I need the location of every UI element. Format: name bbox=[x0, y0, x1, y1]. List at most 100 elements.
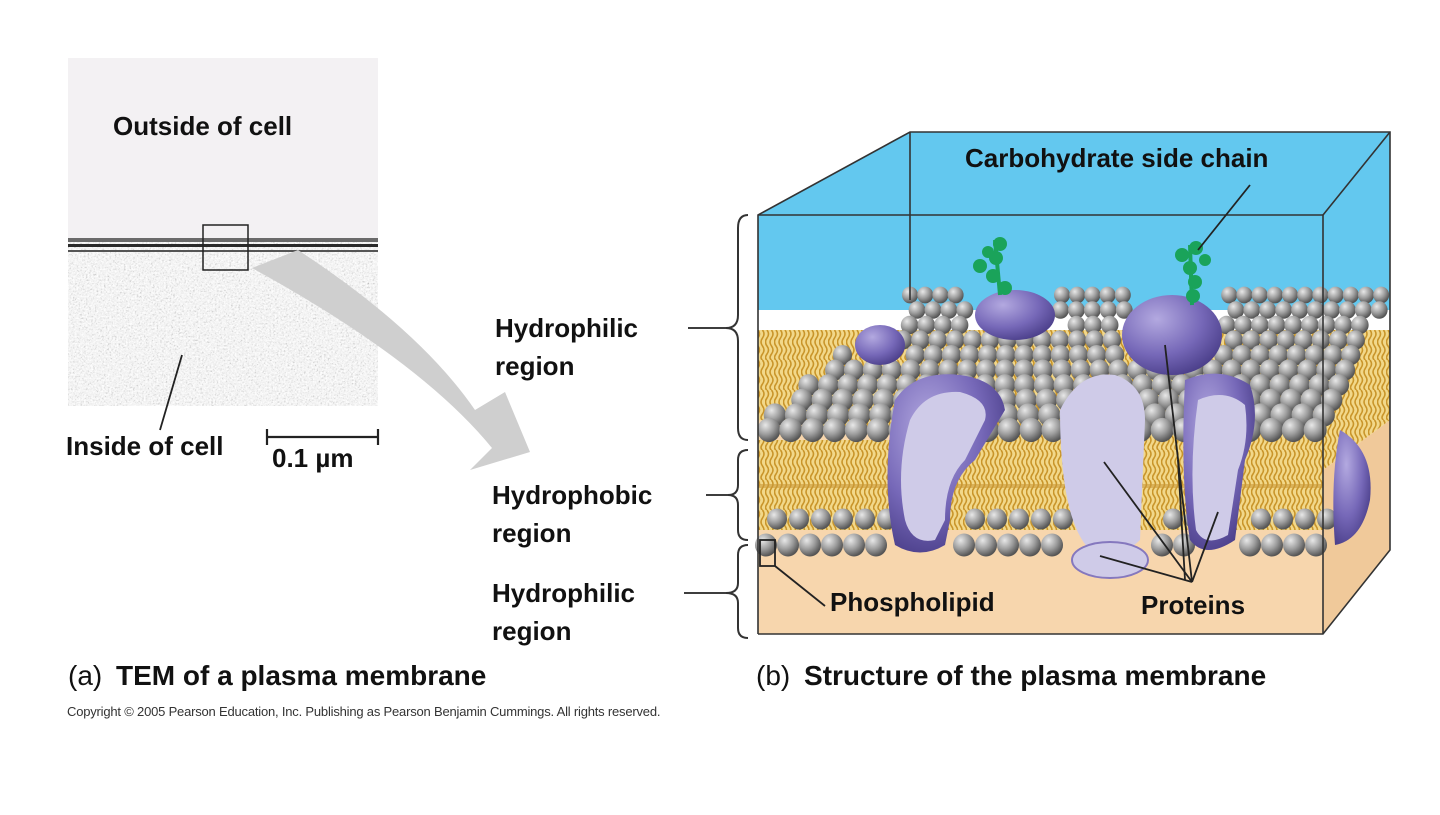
zoom-box bbox=[202, 224, 249, 271]
phospholipid-head bbox=[924, 301, 942, 319]
phospholipid-head bbox=[1286, 344, 1306, 366]
phospholipid-head bbox=[1014, 344, 1034, 366]
caption-b: (b) Structure of the plasma membrane bbox=[756, 660, 1266, 692]
phospholipid-head bbox=[1221, 286, 1238, 304]
outside-of-cell-label: Outside of cell bbox=[113, 111, 293, 141]
phospholipid-head bbox=[1297, 286, 1314, 304]
phospholipid-head bbox=[997, 417, 1021, 443]
phospholipid-head bbox=[1009, 508, 1029, 530]
phospholipid-head bbox=[953, 533, 975, 557]
phospholipid-head bbox=[1312, 286, 1329, 304]
label-line: region bbox=[495, 350, 575, 381]
phospholipid-head bbox=[1276, 330, 1296, 350]
phospholipid-head bbox=[1327, 286, 1344, 304]
phospholipid-head bbox=[1323, 301, 1340, 319]
phospholipid-head bbox=[1084, 286, 1101, 304]
phospholipid-head bbox=[1163, 508, 1183, 530]
phospholipid-head bbox=[1251, 508, 1271, 530]
phospholipid-head bbox=[1370, 301, 1388, 319]
caption-a-letter: (a) bbox=[68, 660, 103, 691]
phospholipid-head bbox=[1067, 330, 1087, 350]
phospholipid-head bbox=[821, 533, 843, 557]
phospholipid-head bbox=[1102, 330, 1122, 350]
phospholipid-head bbox=[757, 417, 781, 443]
phospholipid-head bbox=[995, 359, 1015, 381]
phospholipid-head bbox=[1099, 301, 1117, 319]
phospholipid-head bbox=[1041, 417, 1065, 443]
label-line: Hydrophilic bbox=[492, 578, 636, 608]
phospholipid-head bbox=[1019, 417, 1043, 443]
copyright-notice: Copyright © 2005 Pearson Education, Inc.… bbox=[67, 704, 661, 719]
phospholipid-head bbox=[1032, 344, 1052, 366]
phospholipid-head bbox=[956, 301, 974, 319]
tem-micrograph bbox=[68, 58, 378, 406]
phospholipid-head bbox=[1151, 533, 1173, 557]
caption-b-letter: (b) bbox=[756, 660, 791, 691]
phospholipid-head bbox=[777, 533, 799, 557]
phospholipid-head bbox=[855, 508, 875, 530]
phospholipid-head bbox=[1236, 286, 1253, 304]
protein-1-inner bbox=[901, 391, 986, 541]
phospholipid-head bbox=[1250, 344, 1270, 366]
phospholipid-head bbox=[1329, 330, 1348, 350]
phospholipid-head bbox=[1251, 315, 1269, 335]
phospholipid-head bbox=[1351, 315, 1369, 335]
phospholipid-head bbox=[767, 508, 787, 530]
phospholipid-head bbox=[911, 330, 930, 350]
brace-hydrophilic-top bbox=[725, 214, 749, 441]
phospholipid-head bbox=[996, 344, 1016, 366]
phospholipid-head bbox=[1283, 533, 1305, 557]
phospholipid-head bbox=[908, 301, 926, 319]
phospholipid-head bbox=[822, 417, 846, 443]
phospholipid-head bbox=[1173, 533, 1195, 557]
phospholipid-head bbox=[947, 286, 964, 304]
caption-a: (a) TEM of a plasma membrane bbox=[68, 660, 486, 692]
phospholipid-head bbox=[1251, 286, 1268, 304]
phospholipid-head bbox=[1085, 330, 1104, 350]
phospholipid-head bbox=[811, 508, 831, 530]
phospholipid-head bbox=[789, 508, 809, 530]
protein-4 bbox=[1071, 541, 1149, 579]
carbohydrate-chain-1 bbox=[973, 237, 1012, 296]
brace-hydrophilic-bottom bbox=[725, 544, 749, 639]
hydrophilic-region-bottom-label: Hydrophilic region bbox=[492, 575, 635, 650]
protein-edge bbox=[1333, 430, 1371, 545]
phospholipid-head bbox=[1273, 508, 1293, 530]
phospholipid-head bbox=[1284, 315, 1302, 335]
phospholipid-head bbox=[1069, 286, 1086, 304]
phospholipid-head bbox=[1050, 344, 1070, 366]
phospholipid-head bbox=[1243, 301, 1261, 319]
phospholipid-head bbox=[917, 286, 934, 304]
label-line: region bbox=[492, 615, 572, 646]
carbohydrate-side-chain-label: Carbohydrate side chain bbox=[965, 143, 1269, 173]
phospholipid-head bbox=[1052, 301, 1069, 319]
phospholipid-head bbox=[1227, 301, 1245, 319]
phospholipid-head bbox=[1281, 417, 1305, 443]
scale-label: 0.1 µm bbox=[272, 443, 354, 473]
phospholipid-head bbox=[1342, 286, 1359, 304]
phospholipid-head bbox=[1068, 301, 1085, 319]
phospholipid-head bbox=[1067, 315, 1086, 335]
hydrophobic-region-label: Hydrophobic region bbox=[492, 477, 652, 552]
phospholipid-head bbox=[900, 315, 919, 335]
hydrophilic-region-top-label: Hydrophilic region bbox=[495, 310, 638, 385]
phospholipid-head bbox=[1305, 533, 1327, 557]
phospholipid-head bbox=[1115, 301, 1133, 319]
phospholipid-head bbox=[917, 315, 936, 335]
phospholipid-head bbox=[1294, 330, 1313, 350]
phospholipid-head bbox=[843, 533, 865, 557]
phospholipid-head bbox=[1031, 508, 1051, 530]
phospholipid-head bbox=[1317, 315, 1336, 335]
inside-of-cell-label: Inside of cell bbox=[66, 431, 224, 461]
phospholipid-head bbox=[1100, 315, 1119, 335]
phospholipid-head bbox=[1338, 301, 1356, 319]
phospholipid-head bbox=[1307, 301, 1324, 319]
phospholipid-head bbox=[987, 508, 1007, 530]
phospholipid-head bbox=[963, 330, 982, 350]
phospholipid-head bbox=[1268, 344, 1288, 366]
phospholipid-head bbox=[934, 315, 952, 335]
caption-b-text: Structure of the plasma membrane bbox=[804, 660, 1267, 691]
caption-a-text: TEM of a plasma membrane bbox=[116, 660, 487, 691]
phospholipid-head bbox=[1354, 301, 1372, 319]
